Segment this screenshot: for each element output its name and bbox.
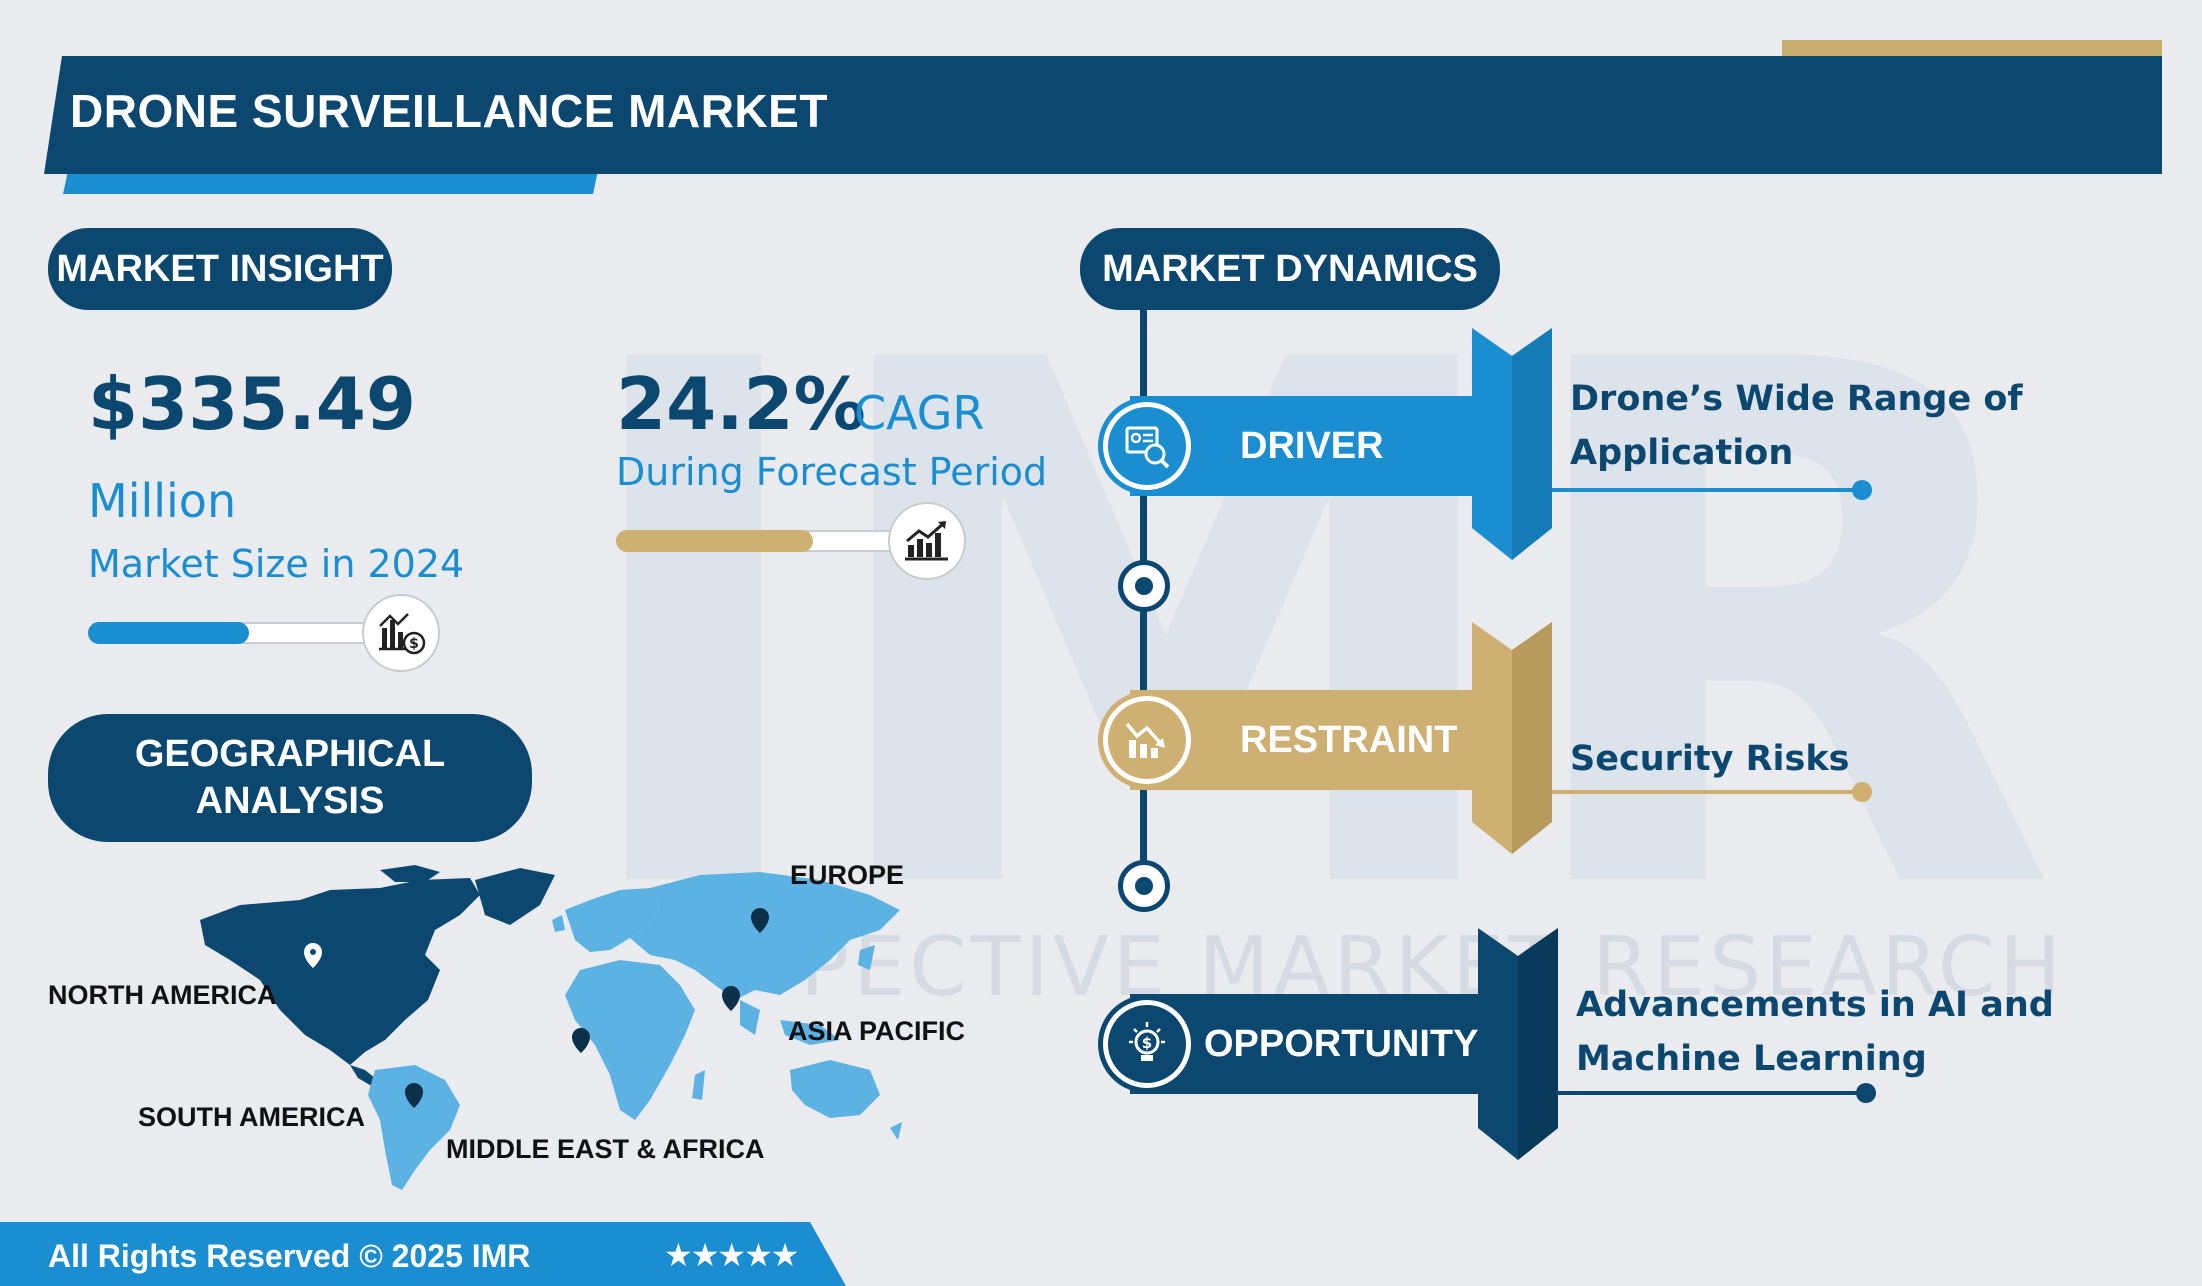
driver-label: DRIVER [1240,424,1384,467]
cagr-label: During Forecast Period [616,450,1048,494]
svg-text:$: $ [1142,1034,1152,1052]
opportunity-underline-dot [1856,1083,1876,1103]
driver-description: Drone’s Wide Range of Application [1570,379,2023,474]
cagr-word: CAGR [854,386,985,440]
market-insight-heading: MARKET INSIGHT [48,228,392,310]
restraint-description: Security Risks [1570,739,1850,779]
timeline-node [1118,860,1170,912]
growth-chart-icon [888,502,966,580]
copyright-text: All Rights Reserved © 2025 IMR [48,1238,531,1274]
restraint-label: RESTRAINT [1240,718,1458,761]
market-size-bar-fill [88,622,250,644]
declining-chart-icon [1108,701,1186,779]
chart-dollar-icon: $ [362,594,440,672]
driver-badge [1098,397,1196,495]
watermark-logo: IMR [560,211,2059,1049]
driver-ribbon [1472,328,1552,560]
analytics-icon [1108,407,1186,485]
region-label-middle-east-africa: MIDDLE EAST & AFRICA [446,1134,765,1164]
market-size-value: $335.49 [88,362,416,446]
market-size-unit: Million [88,474,237,528]
opportunity-label: OPPORTUNITY [1204,1022,1479,1065]
svg-text:$: $ [409,636,419,652]
timeline-node [1118,560,1170,612]
rating-stars: ★★★★★ [664,1236,799,1274]
title-banner [44,56,2162,174]
world-map [180,860,940,1204]
opportunity-underline [1556,1091,1864,1095]
page-title: DRONE SURVEILLANCE MARKET [70,85,828,137]
cagr-value: 24.2% [616,362,866,446]
idea-dollar-icon: $ [1108,1005,1186,1083]
restraint-ribbon [1472,622,1552,854]
geographical-analysis-heading: GEOGRAPHICAL ANALYSIS [48,714,532,842]
restraint-badge [1098,691,1196,789]
region-label-south-america: SOUTH AMERICA [138,1102,365,1132]
geographical-analysis-label: GEOGRAPHICAL ANALYSIS [134,732,446,823]
region-label-europe: EUROPE [790,860,905,890]
footer-bar [0,1222,846,1286]
market-size-label: Market Size in 2024 [88,542,465,586]
cagr-bar-fill [616,530,814,552]
opportunity-badge: $ [1098,995,1196,1093]
opportunity-description: Advancements in AI and Machine Learning [1576,985,2054,1080]
driver-underline-dot [1852,480,1872,500]
opportunity-ribbon [1478,928,1558,1160]
region-label-asia-pacific: ASIA PACIFIC [788,1016,966,1046]
driver-underline [1552,488,1860,492]
market-dynamics-heading: MARKET DYNAMICS [1080,228,1500,310]
region-label-north-america: NORTH AMERICA [48,980,277,1010]
restraint-underline-dot [1852,782,1872,802]
restraint-underline [1552,790,1860,794]
